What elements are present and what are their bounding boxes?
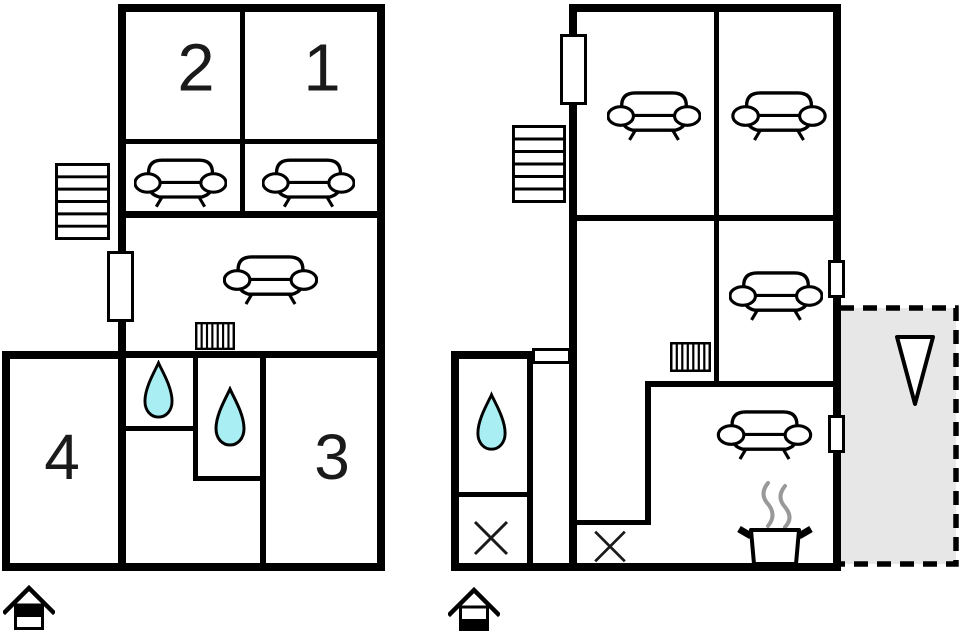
door-icon <box>532 348 571 364</box>
wall <box>451 563 841 571</box>
wall <box>569 4 577 571</box>
wall <box>2 563 385 571</box>
sofa-icon <box>716 406 813 461</box>
wall <box>123 139 379 144</box>
room-label-1: 1 <box>303 30 341 106</box>
cooking-pot-icon <box>735 478 815 568</box>
wall <box>451 351 459 571</box>
wall <box>455 492 531 497</box>
water-drop-icon <box>474 390 509 454</box>
sofa-icon <box>729 267 823 322</box>
wall <box>2 351 10 571</box>
wall <box>451 351 576 359</box>
wall <box>714 8 719 385</box>
wall <box>527 355 533 568</box>
room-label-4: 4 <box>44 421 80 493</box>
stairs-icon <box>512 125 566 203</box>
door-icon <box>560 34 587 105</box>
terrace-area <box>840 305 959 567</box>
wall <box>377 4 385 571</box>
wall <box>577 520 647 525</box>
entrance-arrow-icon <box>895 335 935 406</box>
wall <box>193 476 265 481</box>
wall <box>123 211 379 218</box>
wall <box>569 4 841 12</box>
wall <box>260 358 266 564</box>
cross-icon <box>590 528 630 565</box>
wall <box>645 385 651 525</box>
wall <box>2 351 126 359</box>
house-ground-floor-icon <box>448 583 500 631</box>
wall <box>240 8 245 214</box>
door-icon <box>828 260 845 298</box>
wall <box>193 358 198 480</box>
door-icon <box>107 251 134 322</box>
wall <box>118 358 126 564</box>
room-label-3: 3 <box>314 421 350 493</box>
wall <box>577 215 833 221</box>
wall <box>126 426 196 431</box>
door-icon <box>828 415 845 453</box>
room-label-2: 2 <box>177 30 215 106</box>
wall <box>118 4 126 360</box>
sofa-icon <box>607 87 701 142</box>
radiator-icon <box>670 342 711 372</box>
wall <box>645 381 837 387</box>
wall <box>118 4 385 12</box>
cross-icon <box>471 518 511 558</box>
sofa-icon <box>731 87 827 142</box>
wall <box>123 351 379 358</box>
